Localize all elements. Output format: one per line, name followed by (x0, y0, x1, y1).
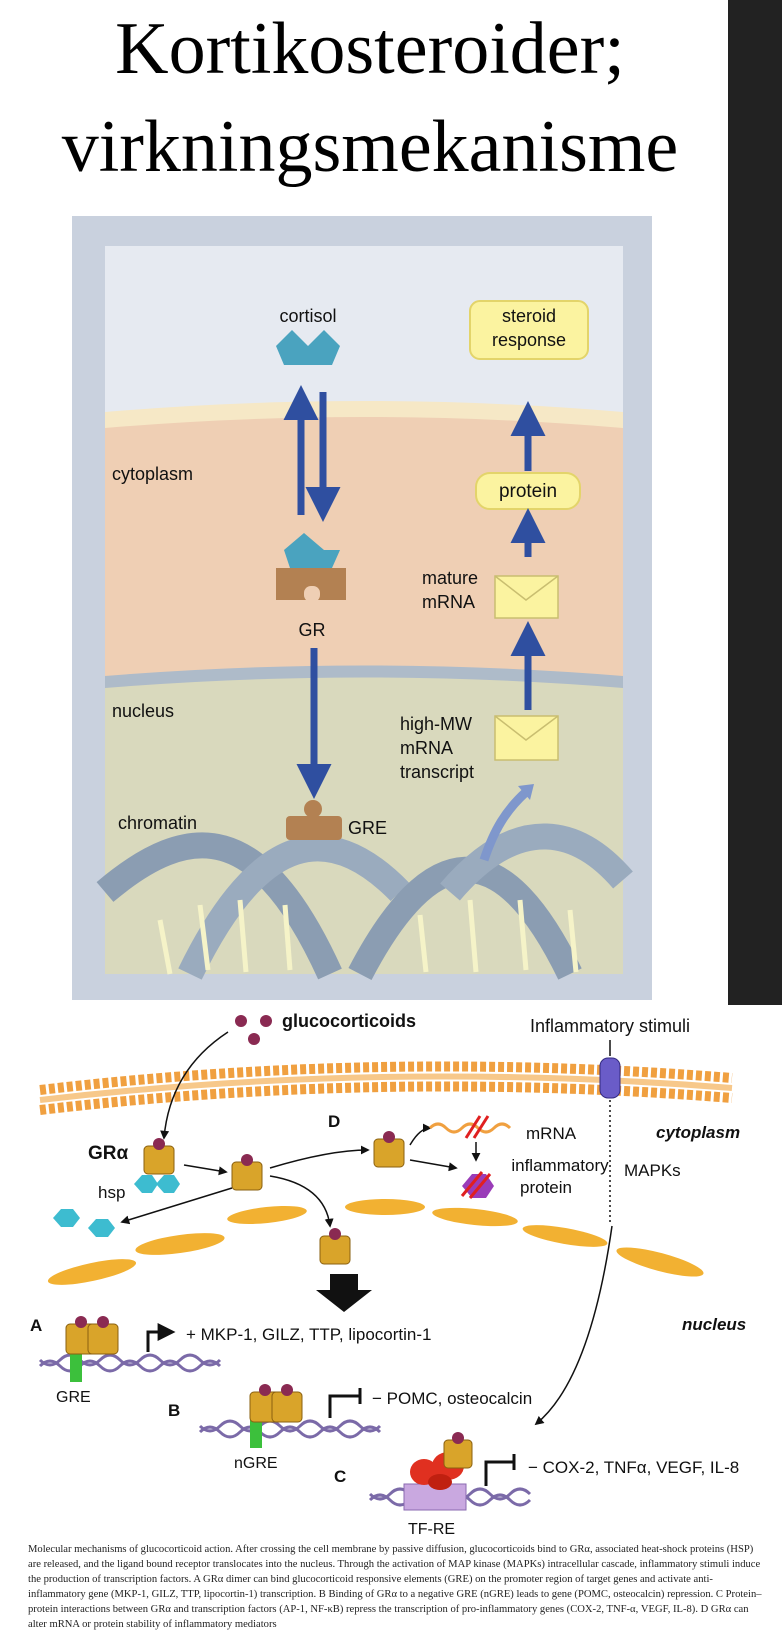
transcription-factor-complex (410, 1432, 473, 1490)
transcription-arrow (479, 788, 530, 862)
nuclear-envelope-lower (47, 1199, 704, 1285)
inflammatory-protein-label-2: protein (520, 1178, 572, 1197)
high-mw-transcript-envelope (494, 715, 559, 761)
ligand-bound-gr (231, 1154, 263, 1191)
mature-mrna-label-2: mRNA (422, 592, 475, 612)
slide-title-line-1: Kortikosteroider; (115, 8, 625, 90)
nuclear-gr (319, 1228, 351, 1265)
mrna-strand (428, 1122, 512, 1134)
inflammatory-stimuli-label: Inflammatory stimuli (530, 1016, 690, 1036)
steroid-response-label-1: steroid (502, 306, 556, 326)
cytoplasm-label-lower: cytoplasm (656, 1123, 740, 1142)
cortisol-molecule (276, 330, 340, 365)
high-mw-label-1: high-MW (400, 714, 472, 734)
gre-element-a (70, 1354, 82, 1382)
mature-mrna-envelope (494, 575, 559, 619)
mrna-label: mRNA (526, 1124, 577, 1143)
gr-label: GR (299, 620, 326, 640)
upper-diagram: cortisol steroid response cytoplasm GR p… (72, 216, 652, 1000)
glucocorticoid-molecules (235, 1015, 272, 1045)
bound-cortisol-molecule (284, 533, 340, 568)
gr-receptor-complex (276, 533, 346, 602)
protein-label: protein (499, 481, 557, 502)
c-label: C (334, 1467, 346, 1486)
repression-bar-c (484, 1454, 516, 1486)
tf-re-label: TF-RE (408, 1521, 455, 1538)
nucleus-label-lower: nucleus (682, 1315, 746, 1334)
gre-label: GRE (348, 818, 387, 838)
a-genes-label: + MKP-1, GILZ, TTP, lipocortin-1 (186, 1325, 432, 1344)
gr-alpha-hsp-complex (134, 1138, 180, 1193)
inflammatory-protein-label-1: inflammatory (511, 1156, 609, 1175)
cortisol-label: cortisol (279, 306, 336, 326)
chromatin-dna (96, 823, 633, 981)
gre-bound-receptor (286, 800, 342, 840)
mature-mrna-label-1: mature (422, 568, 478, 588)
gre-label-lower: GRE (56, 1389, 91, 1406)
ngre-element (250, 1420, 262, 1448)
lipid-bilayer (39, 1061, 733, 1115)
c-genes-label: − COX-2, TNFα, VEGF, IL-8 (528, 1458, 739, 1477)
nuclear-entry-arrow (316, 1274, 372, 1312)
gr-cytoplasmic-action (373, 1131, 405, 1168)
nucleus-label: nucleus (112, 701, 174, 721)
a-label: A (30, 1316, 42, 1335)
mapks-label: MAPKs (624, 1161, 681, 1180)
cytoplasm-region (105, 417, 623, 680)
high-mw-label-2: mRNA (400, 738, 453, 758)
slide-title-line-2: virkningsmekanisme (61, 106, 679, 188)
d-label: D (328, 1112, 340, 1131)
released-hsp (53, 1209, 115, 1237)
activation-arrow-a (146, 1323, 176, 1352)
steroid-response-box (469, 300, 589, 360)
glucocorticoids-label: glucocorticoids (282, 1011, 416, 1031)
chromatin-label: chromatin (118, 813, 197, 833)
figure-caption: Molecular mechanisms of glucocorticoid a… (28, 1544, 762, 1630)
slide-side-bar (728, 0, 782, 1005)
steroid-response-label-2: response (492, 330, 566, 350)
high-mw-label-3: transcript (400, 762, 474, 782)
b-label: B (168, 1401, 180, 1420)
dna-b (198, 1425, 382, 1439)
gr-dimer-a (65, 1316, 119, 1355)
gr-protein (276, 568, 346, 600)
receptor-channel (599, 1057, 621, 1099)
gr-alpha-label: GRα (88, 1143, 129, 1164)
ngre-label: nGRE (234, 1455, 278, 1472)
hsp-label: hsp (98, 1183, 125, 1202)
lower-diagram: glucocorticoids Inflammatory stimuli cyt… (30, 1011, 746, 1538)
transcription-factor-arrow (534, 1225, 613, 1426)
b-genes-label: − POMC, osteocalcin (372, 1389, 532, 1408)
repression-bar-b (328, 1388, 362, 1418)
gr-dimer-b (249, 1384, 303, 1423)
diffusion-arrow (160, 1031, 229, 1140)
mrna-degradation-mark (464, 1115, 490, 1139)
cytoplasm-label: cytoplasm (112, 464, 193, 484)
